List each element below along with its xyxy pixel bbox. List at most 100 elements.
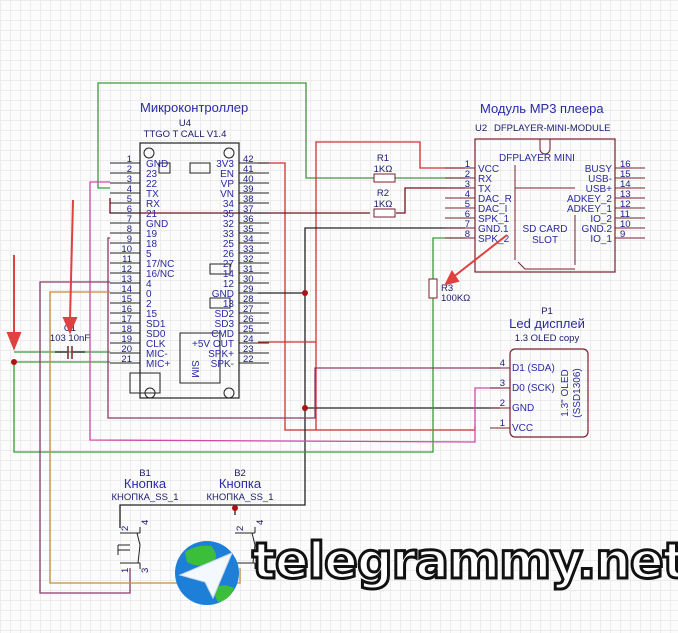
p1-title: Led дисплей (509, 316, 585, 331)
u2-right-pin[interactable]: 9IO_1 (590, 229, 645, 245)
p1-oled-display[interactable]: P1 Led дисплей 1.3 OLED copy 1.3" OLED (… (490, 306, 589, 438)
u2-notch (539, 139, 551, 155)
pin-name: D0 (SCK) (512, 383, 555, 394)
pin-number: 4 (127, 184, 132, 195)
u4-mount-hole (144, 387, 156, 399)
pin-number: 1 (465, 159, 470, 170)
pin-name: 3V3 (216, 159, 234, 170)
pin-name: 26 (223, 249, 235, 260)
arrow-line (69, 199, 74, 321)
p1-body (509, 348, 589, 438)
pin-number: 7 (127, 214, 132, 225)
pin-number: 23 (243, 344, 254, 355)
u4-right-pin[interactable]: 24+5V OUT (192, 334, 269, 350)
pin-number: 1 (500, 418, 505, 429)
pin-number: 38 (243, 194, 254, 205)
r1-resistor[interactable]: R1 1KΩ (373, 153, 396, 183)
b1-switch-symbol (117, 527, 141, 569)
r2-resistor[interactable]: R2 1KΩ (373, 188, 396, 218)
pin-number: 41 (243, 164, 254, 175)
u2-dfplayer[interactable]: Модуль MP3 плеера U2 DFPLAYER-MINI-MODUL… (445, 101, 645, 273)
b2-button[interactable]: B2 Кнопка КНОПКА_SS_1 2 4 (206, 468, 274, 569)
globe-land (185, 545, 234, 602)
pin-name: GND (146, 159, 168, 170)
b1-button[interactable]: B1 Кнопка КНОПКА_SS_1 2 4 1 3 (111, 468, 178, 573)
pin-name: GND (512, 403, 534, 414)
arrow-head (6, 332, 22, 351)
pin-name: +5V OUT (192, 339, 234, 350)
pin-name: RX (146, 199, 160, 210)
pin-name: SPK+ (208, 349, 234, 360)
pin-name: 33 (223, 229, 235, 240)
b1-part: КНОПКА_SS_1 (111, 492, 178, 503)
u4-microcontroller[interactable]: Микроконтроллер U4 TTGO T CALL V1.4 SIM … (110, 100, 269, 399)
r2-ref: R2 (377, 188, 389, 199)
r3-resistor[interactable]: R3 100KΩ (428, 278, 470, 304)
p1-ref: P1 (541, 306, 553, 317)
u4-right-pin[interactable]: 23 SPK+ (208, 344, 269, 360)
pin-number: 9 (127, 234, 132, 245)
b2-part: КНОПКА_SS_1 (206, 492, 273, 503)
